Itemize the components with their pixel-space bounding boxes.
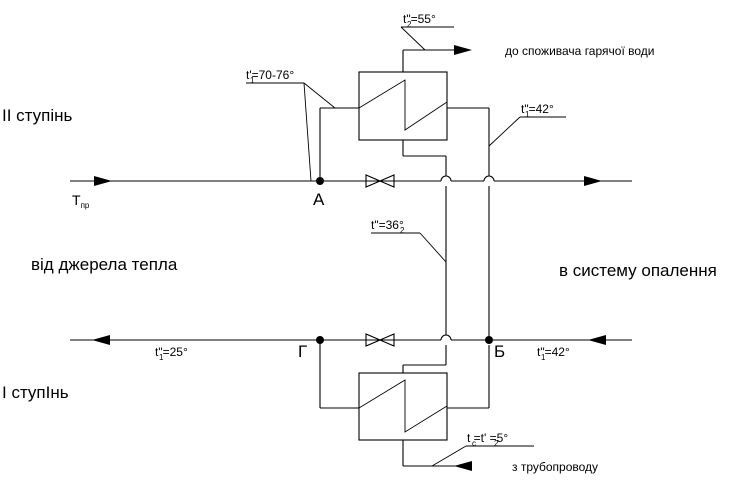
from-source-label: від джерела тепла xyxy=(31,255,178,274)
heat-exchanger-stage-2 xyxy=(319,45,490,181)
tc-subscript-2: 2 xyxy=(494,439,499,448)
node-b-dot xyxy=(485,336,493,344)
from-pipeline-label: з трубопроводу xyxy=(512,460,598,474)
heat-exchanger-stage-1 xyxy=(319,340,490,471)
stage-2-label: II ступінь xyxy=(2,106,73,125)
vertical-risers xyxy=(445,186,490,365)
stage-1-label: I ступІнь xyxy=(2,383,69,402)
leader-lines xyxy=(246,26,566,467)
t-mix-subscript: 2 xyxy=(400,226,405,235)
node-a-label: А xyxy=(313,190,325,209)
t-pr-label: Tпр xyxy=(72,192,90,210)
t1-ret-label: t"=42° xyxy=(537,345,570,359)
return-outlet-arrow xyxy=(92,335,110,345)
to-heating-label: в систему опалення xyxy=(559,261,717,280)
return-valve xyxy=(365,333,395,347)
return-inlet-arrow xyxy=(588,335,606,345)
node-b-label: Б xyxy=(494,342,505,361)
node-g-dot xyxy=(316,336,324,344)
t1-mid-label: t"=42° xyxy=(521,102,554,116)
t1-out-label: t"=25° xyxy=(155,345,188,359)
cold-water-arrow xyxy=(454,461,472,471)
supply-line xyxy=(70,175,632,186)
t1-out-subscript: 1 xyxy=(159,353,164,362)
supply-outlet-arrow xyxy=(584,176,602,186)
t1-ret-subscript: 1 xyxy=(541,353,546,362)
to-consumer-label: до споживача гарячої води xyxy=(505,44,654,58)
t2-out-label: t"=55° xyxy=(403,12,436,26)
supply-valve xyxy=(365,174,395,188)
t2-out-subscript: 2 xyxy=(407,20,412,29)
node-g-label: Г xyxy=(298,342,307,361)
supply-inlet-arrow xyxy=(94,176,112,186)
hot-water-arrow xyxy=(454,45,472,55)
t1-in-label: t'=70-76° xyxy=(246,68,294,82)
tc-label: t =t' =5° xyxy=(467,431,508,445)
t-mix-label: t"=36° xyxy=(371,218,404,232)
node-a-dot xyxy=(316,177,324,185)
return-line xyxy=(70,334,632,345)
t1-in-subscript: 1 xyxy=(250,76,255,85)
t1-mid-subscript: 1 xyxy=(525,110,530,119)
tc-subscript-c: c xyxy=(472,439,476,448)
